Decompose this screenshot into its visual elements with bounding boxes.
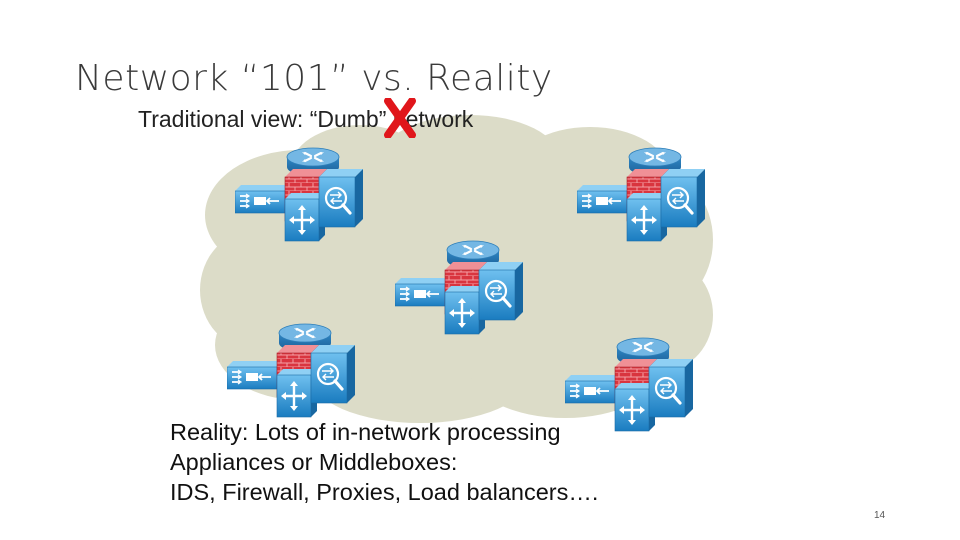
reality-text: Reality: Lots of in-network processing A… [170, 417, 598, 507]
page-number: 14 [874, 510, 886, 521]
reality-line-1: Reality: Lots of in-network processing [170, 419, 561, 445]
red-x-icon [384, 98, 416, 138]
reality-line-3: IDS, Firewall, Proxies, Load balancers…. [170, 479, 599, 505]
middlebox-cluster-bottom-left [227, 322, 357, 419]
reality-line-2: Appliances or Middleboxes: [170, 449, 458, 475]
middlebox-cluster-top-left [235, 146, 365, 243]
middlebox-cluster-center [395, 239, 525, 336]
slide-title: Network “101” vs. Reality [75, 58, 553, 99]
slide-subtitle: Traditional view: “Dumb” network [138, 106, 474, 132]
middlebox-cluster-top-right [577, 146, 707, 243]
